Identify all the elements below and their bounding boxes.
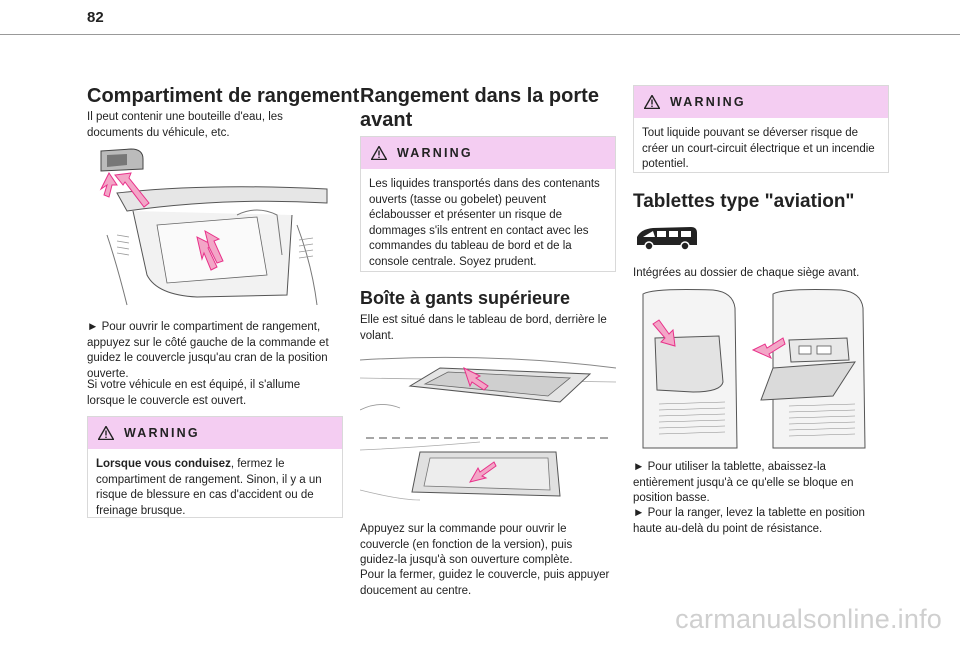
warning-rest-text: , fermez le compartiment de rangement. S… (96, 458, 322, 517)
section-title-aviation: Tablettes type "aviation" (633, 191, 855, 212)
storage-compartment-illustration (87, 145, 343, 313)
step-light: Si votre véhicule en est équipé, il s'al… (87, 379, 301, 407)
section-title-glovebox: Boîte à gants supérieure (360, 288, 571, 308)
warning-text: Les liquides transportés dans des conten… (369, 178, 600, 268)
intro-text: Il peut contenir une bouteille d'eau, le… (87, 111, 283, 139)
aviation-table-illustration (633, 288, 889, 456)
warning-triangle-icon (371, 146, 387, 160)
step-close-glovebox: Pour la fermer, guidez le couvercle, pui… (360, 569, 610, 597)
step-open-glovebox: Appuyez sur la commande pour ouvrir le c… (360, 523, 573, 566)
watermark: carmanualsonline.info (675, 604, 942, 634)
section-title-door: Rangement dans la porte avant (360, 84, 616, 132)
warning-triangle-icon (98, 426, 114, 440)
step-open: ► Pour ouvrir le compartiment de rangeme… (87, 321, 329, 380)
warning-box-driving: WARNING Lorsque vous conduisez, fermez l… (87, 416, 343, 518)
section-title-line1: Rangement dans la porte (360, 85, 599, 107)
van-icon (637, 227, 697, 251)
warning-box-short-circuit: WARNING Tout liquide pouvant se déverser… (633, 85, 889, 173)
warning-triangle-icon (644, 95, 660, 109)
warning-header: WARNING (361, 137, 615, 169)
warning-bold-text: Lorsque vous conduisez (96, 458, 231, 470)
step-use-table: ► Pour utiliser la tablette, abaissez-la… (633, 461, 854, 504)
step-store-table: ► Pour la ranger, levez la tablette en p… (633, 507, 865, 535)
warning-header: WARNING (634, 86, 888, 118)
warning-label: WARNING (670, 95, 746, 109)
warning-box-liquids: WARNING Les liquides transportés dans de… (360, 136, 616, 272)
upper-glovebox-illustration (360, 350, 616, 515)
warning-header: WARNING (88, 417, 342, 449)
intro-text: Intégrées au dossier de chaque siège ava… (633, 267, 860, 279)
section-title: Compartiment de rangement (87, 85, 360, 107)
warning-text: Tout liquide pouvant se déverser risque … (642, 127, 875, 170)
warning-label: WARNING (124, 426, 200, 440)
page-number: 82 (87, 9, 104, 26)
section-title-line2: avant (360, 109, 413, 131)
warning-label: WARNING (397, 146, 473, 160)
intro-text: Elle est situé dans le tableau de bord, … (360, 314, 607, 342)
warning-text: Lorsque vous conduisez, fermez le compar… (88, 449, 342, 525)
top-divider (0, 34, 960, 35)
